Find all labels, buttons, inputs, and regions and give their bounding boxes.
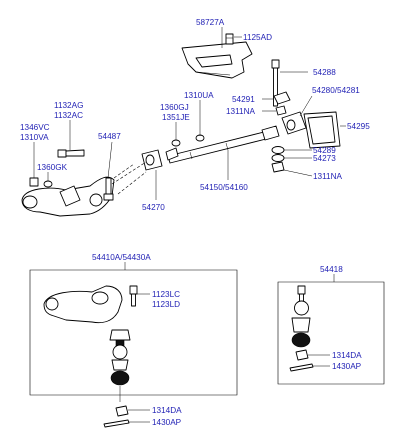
bushing-54280[interactable]: [281, 111, 307, 135]
pin-1430ap-inset[interactable]: [289, 363, 314, 372]
leader-54487: [107, 141, 113, 179]
label-1314da-inset: 1314DA: [332, 351, 362, 360]
label-54289: 54289: [313, 146, 336, 155]
nut-1314da-inset[interactable]: [295, 349, 309, 361]
label-54280: 54280/54281: [312, 86, 360, 95]
label-54273: 54273: [313, 154, 336, 163]
bolt-1125ad[interactable]: [225, 33, 234, 45]
label-54410a: 54410A/54430A: [92, 253, 151, 262]
label-1123ld: 1123LD: [152, 300, 180, 309]
washer-1360gj[interactable]: [171, 139, 181, 147]
bolt-1132ag[interactable]: [57, 149, 85, 158]
label-54487: 54487: [98, 132, 121, 141]
nut-1311na-right[interactable]: [271, 161, 285, 173]
washer-1360gk[interactable]: [43, 180, 53, 188]
nut-1314da-bottom[interactable]: [115, 405, 129, 417]
pin-1430ap-bottom[interactable]: [103, 419, 130, 428]
label-58727a: 58727A: [196, 18, 225, 27]
frame-54418: [277, 281, 385, 385]
label-1125ad: 1125AD: [243, 33, 272, 42]
label-54295: 54295: [347, 122, 370, 131]
washer-54291[interactable]: [273, 91, 291, 105]
label-54291: 54291: [232, 95, 255, 104]
label-54270: 54270: [142, 203, 165, 212]
label-1430ap-bottom: 1430AP: [152, 418, 182, 427]
stud-54487[interactable]: [103, 177, 114, 201]
bolt-1123lc[interactable]: [129, 285, 138, 307]
upper-arm-54487[interactable]: [21, 176, 115, 217]
label-54288: 54288: [313, 68, 336, 77]
label-1314da-bottom: 1314DA: [152, 406, 182, 415]
dash-line-2: [117, 171, 147, 195]
washer-54289[interactable]: [271, 146, 285, 154]
label-1360gj: 1360GJ: [160, 103, 189, 112]
label-1123lc: 1123LC: [152, 290, 180, 299]
label-1351je: 1351JE: [162, 113, 190, 122]
label-1310ua: 1310UA: [184, 91, 214, 100]
label-1132ac: 1132AC: [54, 111, 83, 120]
ball-joint-54418[interactable]: [291, 285, 311, 348]
nut-1351je[interactable]: [165, 147, 179, 161]
label-1346vc: 1346VC: [20, 123, 50, 132]
shaft-54150[interactable]: [167, 125, 280, 164]
label-1430ap-inset: 1430AP: [332, 362, 362, 371]
leader-1311na-right: [283, 169, 313, 177]
spacer-54273[interactable]: [271, 154, 285, 162]
label-1310va: 1310VA: [20, 133, 49, 142]
frame-54410a: [29, 269, 238, 396]
lower-arm-54410a[interactable]: [43, 285, 123, 324]
bolt-54288[interactable]: [271, 59, 280, 107]
label-54418: 54418: [320, 265, 343, 274]
label-54150: 54150/54160: [200, 183, 248, 192]
dash-line-3: [113, 163, 135, 179]
nut-1346vc[interactable]: [29, 177, 39, 187]
bushing-54270[interactable]: [141, 149, 163, 171]
label-1311na-right: 1311NA: [313, 172, 343, 181]
dash-line-1: [111, 161, 147, 185]
label-1311na-top: 1311NA: [226, 107, 256, 116]
plate-54295[interactable]: [303, 111, 341, 149]
nut-1311na-top[interactable]: [275, 105, 287, 116]
label-1132ag: 1132AG: [54, 101, 83, 110]
label-1360gk: 1360GK: [37, 163, 68, 172]
leader-54280: [299, 95, 313, 117]
ball-joint-upper[interactable]: [109, 329, 131, 402]
bracket-58727a[interactable]: [181, 41, 253, 79]
